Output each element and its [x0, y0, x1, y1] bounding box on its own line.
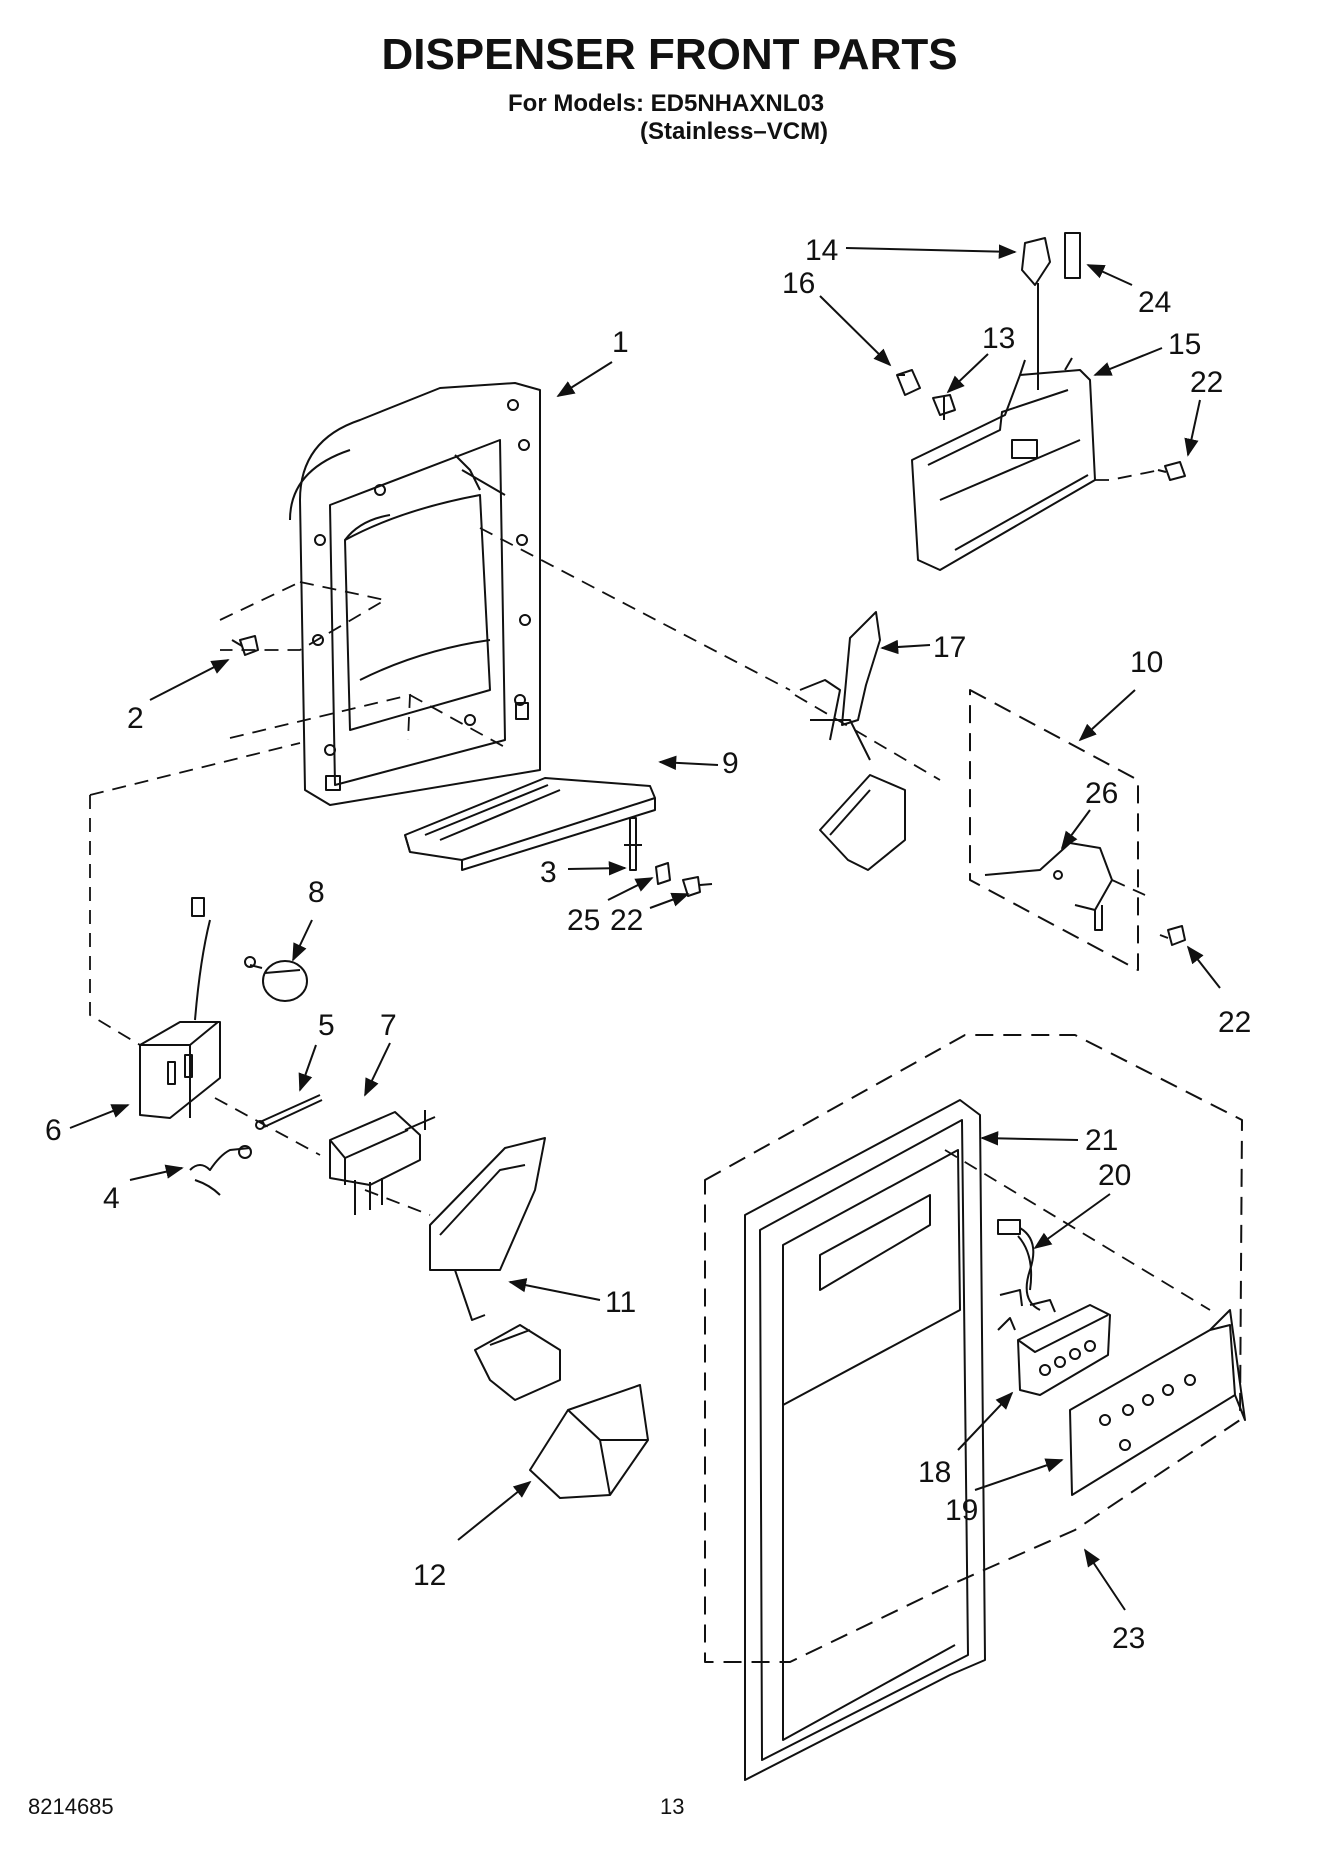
leader-6 [69, 1104, 130, 1129]
leader-24 [1086, 264, 1133, 286]
leader-22-right [1186, 945, 1221, 989]
leader-8 [292, 919, 313, 962]
callout-22-center: 22 [610, 904, 643, 937]
page-title: DISPENSER FRONT PARTS [381, 30, 958, 79]
part-3-spring-clip [624, 817, 642, 871]
leader-14 [845, 244, 1017, 259]
callout-21: 21 [1085, 1124, 1118, 1157]
leader-9 [658, 755, 719, 771]
screw-22-center [682, 876, 713, 897]
alignment-lines [89, 469, 1211, 1311]
part-23-assembly-boundary [704, 1034, 1243, 1663]
leader-23 [1084, 1548, 1126, 1611]
part-21-front-panel [744, 1099, 986, 1781]
callout-16: 16 [782, 267, 815, 300]
leader-19 [974, 1458, 1064, 1491]
part-24-insulator [1064, 232, 1081, 279]
screw-22-right [1159, 925, 1186, 946]
part-19-control-overlay [1069, 1309, 1246, 1496]
leader-13 [946, 353, 989, 394]
leader-15 [1093, 347, 1163, 376]
document-number: 8214685 [28, 1794, 114, 1819]
callout-13: 13 [982, 322, 1015, 355]
part-4-spring [189, 1145, 252, 1196]
part-7-solenoid [329, 1110, 436, 1215]
callout-8: 8 [308, 876, 325, 909]
part-20-wiring-harness [997, 1219, 1056, 1331]
callout-24: 24 [1138, 286, 1171, 319]
models-line: For Models: ED5NHAXNL03 [508, 90, 825, 117]
page-header: DISPENSER FRONT PARTS For Models: ED5NHA… [0, 30, 1339, 150]
callout-5: 5 [318, 1009, 335, 1042]
leader-10 [1078, 689, 1136, 742]
part-15-upper-bracket [911, 357, 1096, 571]
part-14-switch [1021, 237, 1051, 390]
leader-11 [508, 1278, 601, 1301]
leader-26 [1060, 809, 1091, 850]
leader-arrows [69, 244, 1221, 1611]
callout-20: 20 [1098, 1159, 1131, 1192]
screw-22-top [1157, 461, 1186, 481]
callout-6: 6 [45, 1114, 62, 1147]
callout-26: 26 [1085, 777, 1118, 810]
callout-9: 9 [722, 747, 739, 780]
part-18-control-board [1017, 1304, 1111, 1396]
leader-3 [567, 861, 627, 876]
callout-1: 1 [612, 326, 629, 359]
leader-4 [129, 1164, 184, 1181]
callout-14: 14 [805, 234, 838, 267]
leader-5 [298, 1044, 317, 1092]
part-10-assembly-box [969, 689, 1139, 971]
part-25-clip [655, 862, 671, 885]
callout-22-right: 22 [1218, 1006, 1251, 1039]
part-16-lamp [896, 369, 921, 396]
variant-line: (Stainless–VCM) [640, 118, 829, 145]
leader-16 [819, 295, 892, 367]
callout-2: 2 [127, 702, 144, 735]
leader-20 [1033, 1193, 1111, 1250]
callout-10: 10 [1130, 646, 1163, 679]
callout-15: 15 [1168, 328, 1201, 361]
callout-7: 7 [380, 1009, 397, 1042]
leader-22-center [649, 892, 690, 909]
callout-19: 19 [945, 1494, 978, 1527]
leader-12 [457, 1480, 532, 1541]
leader-2 [149, 659, 230, 701]
callout-18: 18 [918, 1456, 951, 1489]
callout-22-top: 22 [1190, 366, 1223, 399]
callout-3: 3 [540, 856, 557, 889]
leader-21 [980, 1131, 1079, 1146]
leader-1 [556, 361, 613, 397]
part-17-ice-paddle-lever [799, 611, 906, 871]
part-9-drip-tray [404, 777, 656, 871]
part-11-water-paddle [429, 1137, 561, 1401]
page-number: 13 [660, 1794, 685, 1819]
leader-22-top [1184, 399, 1201, 457]
callout-11: 11 [605, 1286, 636, 1319]
part-8-motor [244, 956, 308, 1002]
part-26-actuator [984, 842, 1113, 931]
part-6-module [139, 897, 221, 1119]
callout-labels: 1 2 3 4 5 6 7 8 9 10 11 12 13 14 15 16 1… [45, 234, 1251, 1655]
part-5-shaft [255, 1094, 323, 1130]
callout-17: 17 [933, 631, 966, 664]
leader-25 [607, 877, 654, 901]
callout-23: 23 [1112, 1622, 1145, 1655]
callout-4: 4 [103, 1182, 120, 1215]
part-12-ice-chute [529, 1384, 649, 1499]
part-13-socket [932, 394, 956, 420]
leader-17 [880, 639, 931, 655]
leader-7 [364, 1042, 391, 1097]
callout-25: 25 [567, 904, 600, 937]
part-1-dispenser-housing [289, 382, 541, 806]
leader-18 [957, 1391, 1014, 1451]
callout-12: 12 [413, 1559, 446, 1592]
screw-2 [231, 635, 259, 656]
